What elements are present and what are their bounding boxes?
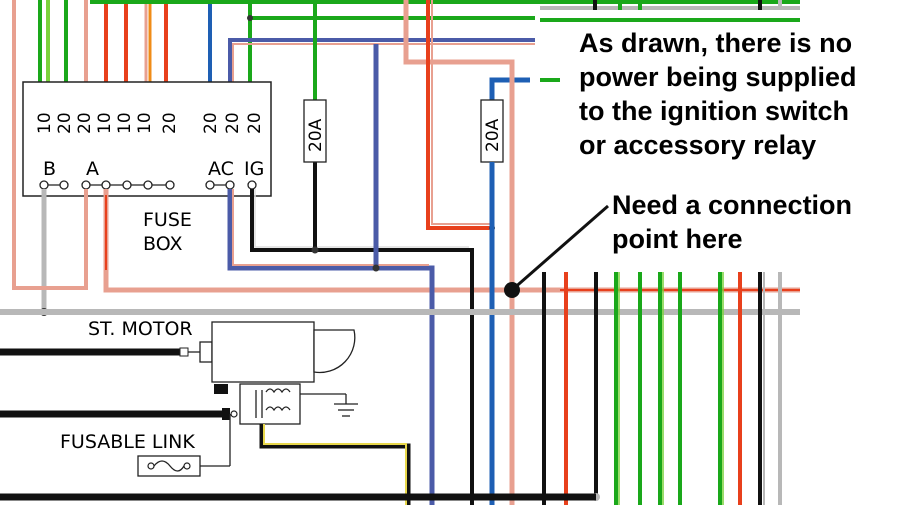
fuse-value: 20 [223, 112, 243, 134]
fuse-value: 10 [135, 112, 155, 134]
fuse-box-output-wires [12, 0, 512, 505]
fuse-value: 20 [160, 112, 180, 134]
power-note: As drawn, there is no power being suppli… [579, 26, 857, 162]
power-note-line: As drawn, there is no [579, 28, 853, 58]
inline-fuse-1: 20A [303, 99, 327, 163]
starter-motor-label: ST. MOTOR [88, 318, 193, 340]
power-note-line: to the ignition switch [579, 96, 849, 126]
fuse-box-feed-wires [38, 0, 535, 82]
inline-fuse-2: 20A [480, 99, 504, 163]
connection-note-line: Need a connection [612, 190, 853, 220]
fusable-link-label: FUSABLE LINK [60, 431, 195, 453]
fuse-value: 20 [201, 112, 221, 134]
fuse-label-b: B [43, 158, 56, 180]
fuse-box-caption-line2: BOX [143, 233, 182, 255]
fuse-value: 10 [95, 112, 115, 134]
fusable-link: FUSABLE LINK [60, 431, 230, 477]
fuse-label-a: A [86, 158, 99, 180]
pink-red-riser [403, 0, 515, 505]
fuse-values: 10 20 20 10 10 10 20 20 20 20 [35, 112, 265, 134]
right-harness-wires [542, 272, 782, 505]
fuse-value: 10 [35, 112, 55, 134]
power-note-line: power being supplied [579, 62, 857, 92]
fuse-value: 20 [75, 112, 95, 134]
starter-motor: ST. MOTOR [0, 318, 356, 394]
inline-fuse-2-label: 20A [483, 118, 503, 152]
fuse-value: 10 [115, 112, 135, 134]
connection-note: Need a connection point here [612, 188, 852, 256]
fuse-label-ac: AC [208, 158, 234, 180]
fuse-value: 20 [55, 112, 75, 134]
connection-point-marker [504, 204, 609, 298]
top-horizontal-wires [90, 0, 800, 320]
starter-relay [0, 383, 411, 505]
fuse-value: 20 [245, 112, 265, 134]
fuse-box-caption-line1: FUSE [143, 209, 192, 231]
fuse-label-ig: IG [244, 158, 264, 180]
inline-fuse-1-label: 20A [306, 118, 326, 152]
fuse-terminals [39, 180, 257, 190]
connection-note-line: point here [612, 224, 743, 254]
power-note-line: or accessory relay [579, 130, 817, 160]
fuse-box: 10 20 20 10 10 10 20 20 20 20 B A AC IG … [22, 81, 272, 255]
